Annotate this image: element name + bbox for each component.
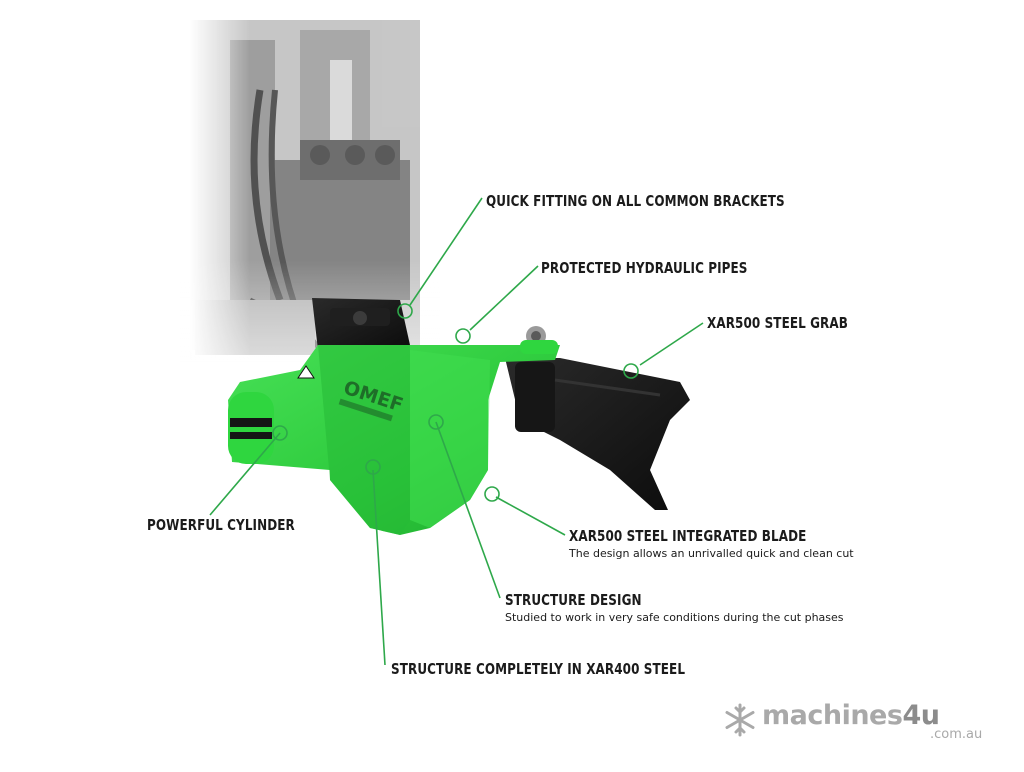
marker-steel-structure — [365, 459, 381, 475]
leader-cylinder — [209, 432, 281, 516]
callout-quick-fitting: QUICK FITTING ON ALL COMMON BRACKETS — [486, 192, 785, 210]
marker-hydraulic-pipes — [455, 328, 471, 344]
marker-quick-fitting — [397, 303, 413, 319]
machines4u-watermark: machines4u .com.au — [722, 700, 992, 748]
callout-blade-title: XAR500 STEEL INTEGRATED BLADE — [569, 527, 807, 545]
marker-blade — [484, 486, 500, 502]
callout-cylinder: POWERFUL CYLINDER — [147, 516, 295, 534]
callout-leaders — [209, 197, 704, 666]
leader-steel-grab — [639, 322, 704, 366]
callout-structure-description: Studied to work in very safe conditions … — [505, 611, 844, 624]
green-cutter-body: OMEF — [228, 326, 560, 535]
marker-steel-grab — [623, 363, 639, 379]
callout-blade-description: The design allows an unrivalled quick an… — [569, 547, 854, 560]
mounting-bracket — [312, 298, 410, 350]
leader-blade — [495, 496, 566, 536]
excavator-arm-background — [180, 20, 440, 370]
callout-hydraulic-pipes: PROTECTED HYDRAULIC PIPES — [541, 259, 748, 277]
leader-hydraulic-pipes — [469, 265, 539, 331]
callout-structure-title: STRUCTURE DESIGN — [505, 591, 642, 609]
leader-quick-fitting — [409, 197, 483, 306]
callout-steel-grab: XAR500 STEEL GRAB — [707, 314, 848, 332]
marker-cylinder — [272, 425, 288, 441]
marker-structure-design — [428, 414, 444, 430]
snowflake-icon — [725, 703, 755, 737]
callout-steel-structure: STRUCTURE COMPLETELY IN XAR400 STEEL — [391, 660, 686, 678]
watermark-domain: .com.au — [930, 727, 983, 742]
leader-steel-structure — [372, 469, 386, 666]
steel-grab — [505, 358, 690, 510]
watermark-name: machines4u — [762, 700, 940, 731]
leader-structure-design — [435, 421, 501, 599]
